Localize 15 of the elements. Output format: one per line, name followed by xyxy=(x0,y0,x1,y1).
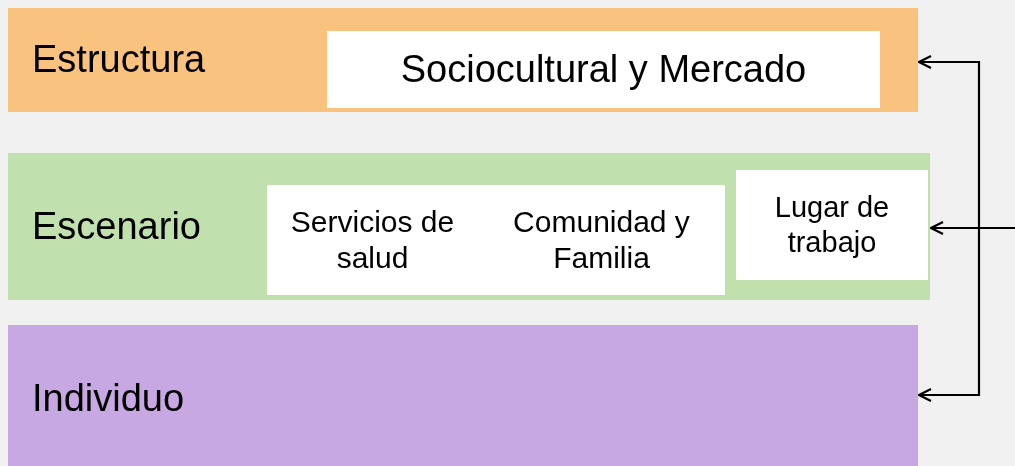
layer-title: Individuo xyxy=(32,377,185,420)
category-box xyxy=(478,185,725,295)
layer-band xyxy=(8,153,930,300)
category-label: Servicios de salud xyxy=(289,204,456,276)
layer-title: Escenario xyxy=(32,205,201,248)
arrow xyxy=(917,226,1015,403)
category-box xyxy=(267,185,478,295)
category-box xyxy=(736,170,928,280)
category-label: Lugar de trabajo xyxy=(773,190,891,260)
category-label: Sociocultural y Mercado xyxy=(400,46,807,92)
layer-band xyxy=(8,8,918,112)
layer-band xyxy=(8,325,918,466)
layer-title: Estructura xyxy=(32,38,206,81)
category-label: Comunidad y Familia xyxy=(512,204,691,276)
category-box xyxy=(327,31,880,108)
